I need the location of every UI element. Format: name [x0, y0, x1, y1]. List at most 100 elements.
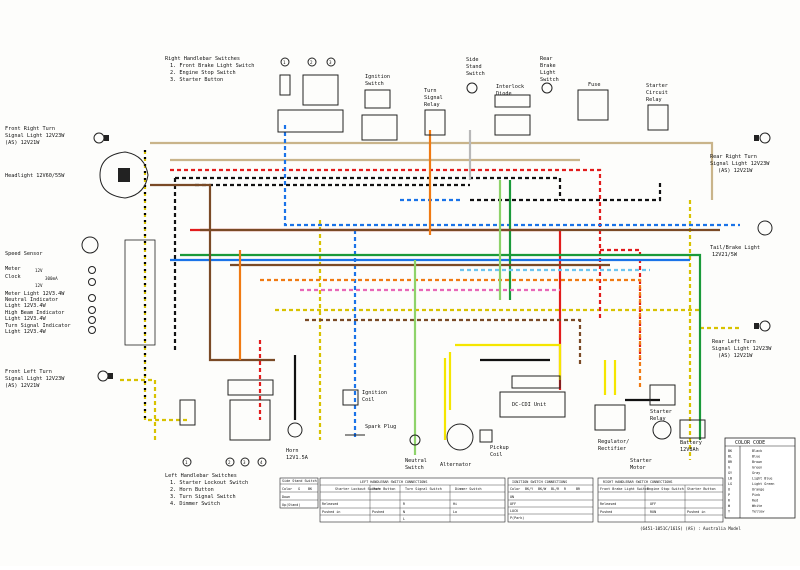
neutral-ind-l2: Light 12V3.4W	[5, 303, 46, 309]
clock-a: 300mA	[45, 276, 58, 281]
color-code-name: Light Green	[752, 482, 774, 486]
sm-l1: Starter	[630, 458, 652, 464]
alternator	[446, 423, 474, 451]
color-code-name: Gray	[752, 471, 760, 475]
rear-brake-switch	[541, 82, 553, 94]
scr-l2: Circuit	[646, 90, 668, 96]
clock-v2: 12V	[35, 283, 43, 288]
cdi-label: DC-CDI Unit	[512, 402, 546, 408]
color-code-name: Red	[752, 499, 758, 503]
turn-relay-l3: Relay	[424, 102, 440, 108]
lh-g3: Dimmer Switch	[455, 487, 482, 491]
rear-right-l2: Signal Light 12V23W	[710, 161, 770, 167]
ignition-l2: Switch	[365, 81, 384, 87]
starter-motor	[652, 420, 672, 440]
lh-title: LEFT HANDLEBAR SWITCH CONNECTIONS	[360, 480, 427, 484]
lh-num4: 4	[260, 460, 263, 465]
color-code-name: Blue	[752, 455, 760, 459]
ss-row1: Up(Stand)	[282, 503, 300, 507]
rh-g0: Front Brake Light Switch	[600, 487, 649, 491]
rear-brake-l1: Rear	[540, 56, 553, 62]
ignition-l1: Ignition	[365, 74, 390, 80]
speed-sensor	[81, 236, 99, 254]
ig-c1: BK/Y	[525, 487, 533, 491]
rear-brake-l4: Switch	[540, 77, 559, 83]
neutral-switch	[409, 434, 421, 446]
right-handlebar-switches	[277, 57, 344, 133]
tail-l1: Tail/Brake Light	[710, 245, 760, 251]
color-code-abbr: O	[728, 488, 730, 492]
rh-m1: RUN	[650, 510, 656, 514]
pickup-l1: Pickup	[490, 445, 509, 451]
color-code-name: Yellow	[752, 510, 765, 514]
side-stand-l2: Stand	[466, 64, 482, 70]
turn-signal-relay	[424, 109, 446, 136]
reg-l2: Rectifier	[598, 446, 626, 452]
high-beam-l1: High Beam Indicator	[5, 310, 64, 316]
rear-left-l1: Rear Left Turn	[712, 339, 756, 345]
rear-right-l1: Rear Right Turn	[710, 154, 757, 160]
ig-c5: BR	[576, 487, 581, 491]
rh-num1: 1	[283, 60, 286, 65]
turn-ind-l2: Light 12V3.4W	[5, 329, 46, 335]
left-hb-l3: 2. Horn Button	[170, 487, 214, 493]
lh-m1: N	[403, 510, 405, 514]
pickup-l2: Coil	[490, 452, 503, 458]
tail-l2: 12V21/5W	[712, 252, 738, 258]
lh-m2: L	[403, 517, 405, 521]
front-right-turn-bulb	[93, 132, 109, 144]
rear-left-l2: Signal Light 12V23W	[712, 346, 772, 352]
scr-l1: Starter	[646, 83, 668, 89]
rear-right-l3: (AS) 12V21W	[718, 168, 753, 174]
ss-col1: G	[298, 487, 300, 491]
ig-c3: BL/R	[551, 487, 560, 491]
ss-col0: Color	[282, 487, 292, 491]
rear-left-l3: (AS) 12V21W	[718, 353, 753, 359]
left-hb-l5: 4. Dimmer Switch	[170, 501, 220, 507]
rh-g1: Engine Stop Switch	[647, 487, 684, 491]
front-right-turn-l3: (AS) 12V21W	[5, 140, 40, 146]
ig-r3: P(Park)	[510, 516, 524, 520]
ig-r1: OFF	[510, 502, 516, 506]
front-right-turn-l2: Signal Light 12V23W	[5, 133, 65, 139]
rh-r1: Pushed	[600, 510, 612, 514]
lh-g2: Turn Signal Switch	[405, 487, 442, 491]
turn-relay-l1: Turn	[424, 88, 437, 94]
left-handlebar-table: LEFT HANDLEBAR SWITCH CONNECTIONS Starte…	[319, 477, 506, 523]
color-code-abbr: BL	[728, 455, 732, 459]
right-hb-l4: 3. Starter Button	[170, 77, 223, 83]
color-code-abbr: LB	[728, 477, 732, 481]
sr-l2: Relay	[650, 416, 666, 422]
ig-r2: LOCK	[510, 509, 519, 513]
lh-m3: Hi	[453, 502, 457, 506]
right-handlebar-table: RIGHT HANDLEBAR SWITCH CONNECTIONS Front…	[597, 477, 724, 523]
color-code-abbr: W	[728, 504, 731, 508]
color-code-title: COLOR CODE	[735, 440, 765, 446]
ignition-switch	[361, 89, 398, 141]
ss-row0: Down	[282, 495, 290, 499]
spark-plug-label: Spark Plug	[365, 424, 396, 430]
tail-brake-light	[757, 220, 773, 236]
rh-num2: 2	[310, 60, 313, 65]
left-labels: Front Right Turn Signal Light 12V23W (AS…	[5, 126, 71, 389]
rear-brake-l2: Brake	[540, 63, 556, 69]
starter-circuit-relay	[647, 104, 669, 131]
clock-v1: 12V	[35, 268, 43, 273]
starter-relay	[649, 384, 676, 406]
left-handlebar-switches	[179, 379, 274, 467]
battery	[679, 419, 706, 439]
front-left-turn-bulb	[97, 370, 113, 382]
color-code-abbr: GY	[728, 471, 732, 475]
meter-label: Meter	[5, 266, 21, 272]
rear-right-turn-bulb	[754, 132, 771, 144]
color-code-name: Light Blue	[752, 477, 772, 481]
left-hb-l4: 3. Turn Signal Switch	[170, 494, 236, 500]
left-hb-l1: Left Handlebar Switches	[165, 473, 237, 479]
ign-coil-l1: Ignition	[362, 390, 387, 396]
neutral-l2: Switch	[405, 465, 424, 471]
color-code-name: Pink	[752, 493, 760, 497]
lh-num2: 2	[228, 460, 231, 465]
ig-r0: ON	[510, 495, 514, 499]
